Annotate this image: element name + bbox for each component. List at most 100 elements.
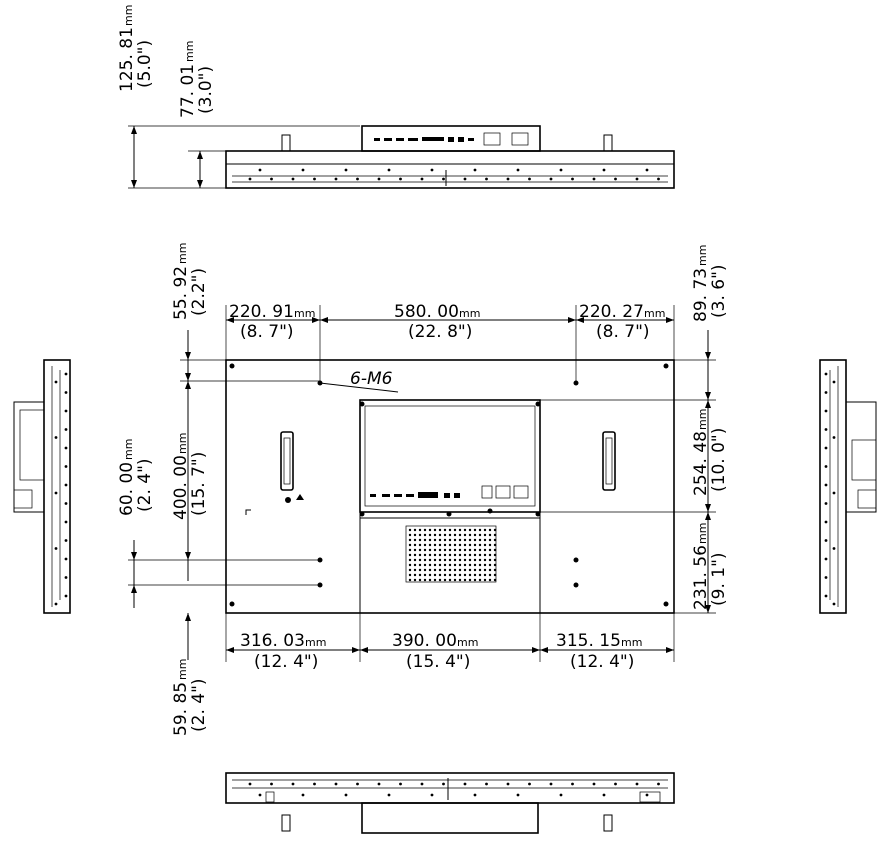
vent-hole bbox=[408, 543, 412, 547]
vent-hole bbox=[418, 573, 422, 577]
screw-hole bbox=[573, 582, 579, 588]
side-dot bbox=[832, 547, 836, 550]
arrowhead bbox=[705, 512, 711, 520]
rail-dot bbox=[463, 177, 467, 181]
vent-hole bbox=[458, 578, 462, 582]
vent-hole bbox=[418, 538, 422, 542]
vent-hole bbox=[408, 538, 412, 542]
side-dot bbox=[824, 539, 828, 542]
vent-hole bbox=[433, 538, 437, 542]
side-dot bbox=[824, 576, 828, 579]
vent-hole bbox=[438, 563, 442, 567]
vent-hole bbox=[423, 543, 427, 547]
side-dot bbox=[824, 409, 828, 413]
vent-hole bbox=[418, 578, 422, 582]
vent-hole bbox=[493, 548, 497, 552]
side-dot bbox=[64, 594, 68, 598]
vent-grille bbox=[405, 525, 497, 583]
rail-dot bbox=[559, 168, 563, 172]
vent-hole bbox=[443, 553, 447, 557]
arrowhead bbox=[705, 352, 711, 360]
rail-dot bbox=[528, 782, 531, 786]
side-dot bbox=[54, 436, 58, 439]
vent-hole bbox=[448, 568, 452, 572]
arrowhead bbox=[320, 317, 328, 323]
arrowhead bbox=[666, 647, 674, 653]
rear-ports bbox=[370, 485, 529, 499]
vent-hole bbox=[478, 538, 482, 542]
vent-hole bbox=[483, 538, 487, 542]
bottom-view bbox=[225, 772, 675, 834]
unit: mm bbox=[183, 41, 196, 62]
vent-hole bbox=[488, 563, 492, 567]
vent-hole bbox=[473, 558, 477, 562]
arrowhead bbox=[568, 317, 576, 323]
rail-dot bbox=[334, 177, 338, 181]
vent-hole bbox=[478, 558, 482, 562]
vent-hole bbox=[418, 563, 422, 567]
vent-hole bbox=[448, 538, 452, 542]
vent-hole bbox=[423, 573, 427, 577]
vent-hole bbox=[443, 533, 447, 537]
vent-hole bbox=[433, 548, 437, 552]
vent-hole bbox=[458, 533, 462, 537]
rail-dot bbox=[301, 793, 305, 797]
rail-dot bbox=[473, 793, 477, 797]
rail-dot bbox=[344, 793, 348, 797]
rail-dot bbox=[301, 168, 305, 172]
dim-inch: (22. 8") bbox=[408, 322, 472, 342]
unit: mm bbox=[696, 523, 709, 544]
vent-hole bbox=[448, 578, 452, 582]
rail-dot bbox=[657, 177, 660, 181]
dim-inch: (15. 7") bbox=[189, 452, 209, 516]
vent-hole bbox=[483, 563, 487, 567]
unit: mm bbox=[176, 243, 189, 264]
dim-inch: (10. 0") bbox=[709, 428, 729, 492]
vent-hole bbox=[473, 543, 477, 547]
arrowhead bbox=[666, 317, 674, 323]
vent-hole bbox=[453, 553, 457, 557]
vent-hole bbox=[483, 558, 487, 562]
side-dot bbox=[824, 372, 828, 376]
vent-hole bbox=[488, 538, 492, 542]
vent-hole bbox=[413, 528, 417, 532]
rail-dot bbox=[387, 793, 391, 797]
rail-dot bbox=[442, 177, 445, 181]
vent-hole bbox=[433, 563, 437, 567]
side-dot bbox=[54, 602, 58, 606]
vent-hole bbox=[473, 578, 477, 582]
vent-hole bbox=[433, 573, 437, 577]
bottom-view-dots bbox=[248, 782, 660, 797]
unit: mm bbox=[696, 409, 709, 430]
rail-dot bbox=[602, 168, 606, 172]
vent-hole bbox=[423, 568, 427, 572]
vent-hole bbox=[448, 553, 452, 557]
vent-hole bbox=[408, 558, 412, 562]
vent-hole bbox=[463, 578, 467, 582]
vent-hole bbox=[493, 533, 497, 537]
vent-hole bbox=[413, 553, 417, 557]
rail-dot bbox=[258, 168, 262, 172]
rail-dot bbox=[430, 793, 434, 797]
vent-hole bbox=[408, 573, 412, 577]
vent-hole bbox=[448, 533, 452, 537]
vent-hole bbox=[463, 538, 467, 542]
side-dot bbox=[64, 465, 68, 468]
vent-hole bbox=[488, 568, 492, 572]
arrowhead bbox=[185, 613, 191, 621]
vent-hole bbox=[458, 563, 462, 567]
vent-hole bbox=[413, 563, 417, 567]
vent-hole bbox=[478, 528, 482, 532]
arrowhead bbox=[185, 552, 191, 560]
rail-dot bbox=[291, 177, 295, 181]
vent-hole bbox=[468, 563, 472, 567]
rail-dot bbox=[657, 782, 660, 786]
vent-hole bbox=[483, 548, 487, 552]
vent-hole bbox=[433, 568, 437, 572]
side-dot bbox=[64, 576, 68, 579]
dim-inch: (3.0") bbox=[196, 66, 216, 114]
dim-bottom-left: 316. 03 bbox=[240, 631, 305, 651]
arrowhead bbox=[705, 504, 711, 512]
vent-hole bbox=[463, 543, 467, 547]
